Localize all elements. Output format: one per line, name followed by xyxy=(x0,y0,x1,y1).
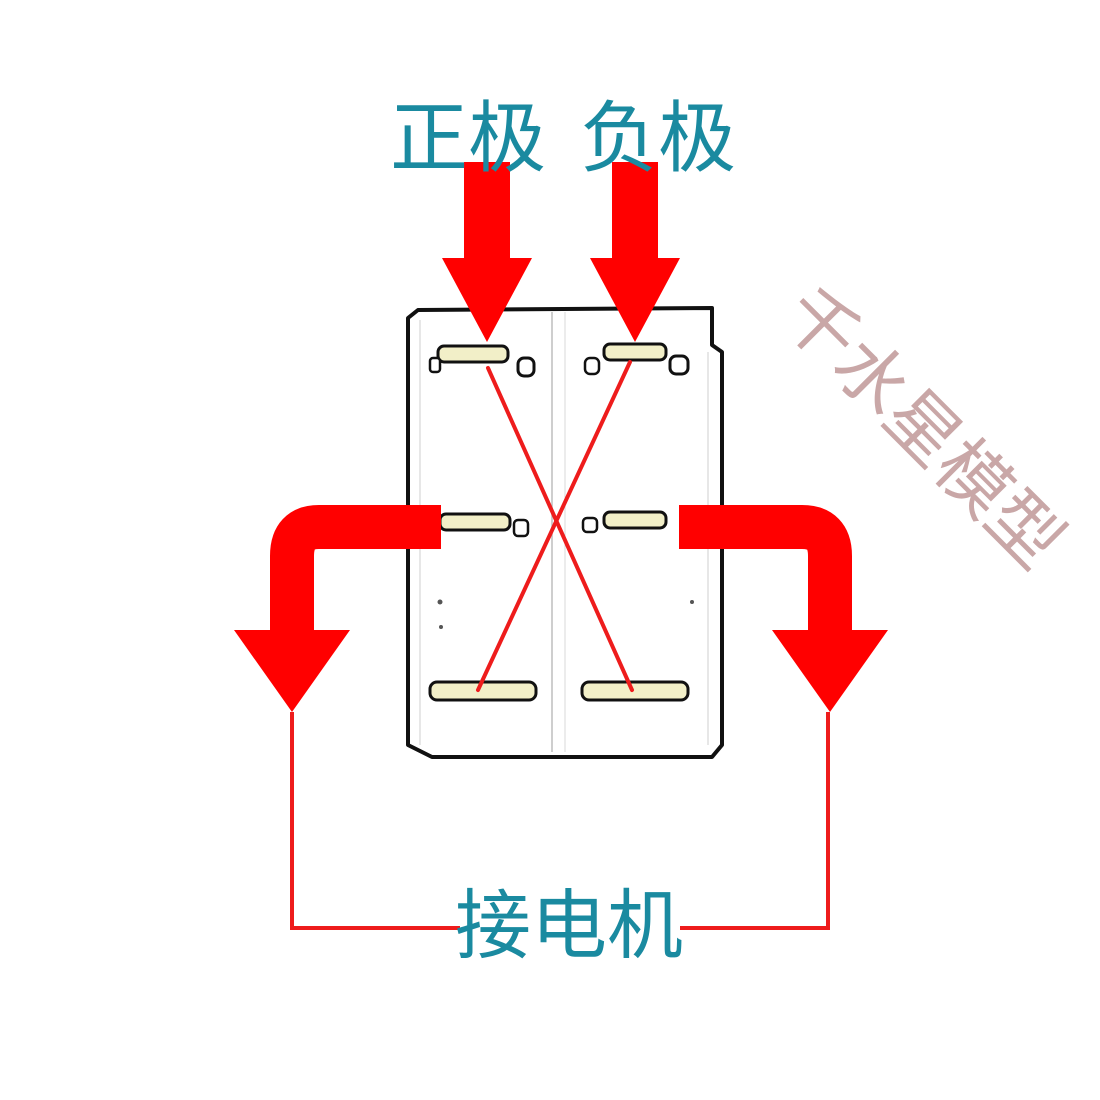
right-output-arrow-shaft xyxy=(679,505,852,632)
output-arrows xyxy=(234,505,888,712)
right-output-arrow-head xyxy=(772,630,888,712)
motor-wire-left xyxy=(290,712,460,930)
left-output-arrow-head xyxy=(234,630,350,712)
switch-dot-2 xyxy=(439,625,443,629)
switch-dot-3 xyxy=(690,600,694,604)
cross-wire-negative xyxy=(476,360,632,692)
motor-wire-right xyxy=(680,712,830,930)
switch-terminals xyxy=(428,342,694,702)
positive-label: 正极 xyxy=(390,94,546,184)
input-arrows xyxy=(442,162,680,342)
terminal-bottom-right xyxy=(580,680,690,702)
negative-label: 负极 xyxy=(580,94,736,184)
positive-input-arrow xyxy=(442,162,532,342)
switch-dot-1 xyxy=(437,599,443,605)
cross-wire-positive xyxy=(486,366,634,692)
negative-input-arrow xyxy=(590,162,680,342)
motor-wire xyxy=(290,712,830,930)
left-output-arrow-shaft xyxy=(270,505,441,632)
motor-label: 接电机 xyxy=(455,881,683,970)
terminal-top-right xyxy=(583,342,690,376)
terminal-bottom-left xyxy=(428,680,538,702)
cross-wires xyxy=(476,360,634,692)
terminal-middle-right xyxy=(581,510,668,534)
terminal-top-left xyxy=(428,344,536,378)
